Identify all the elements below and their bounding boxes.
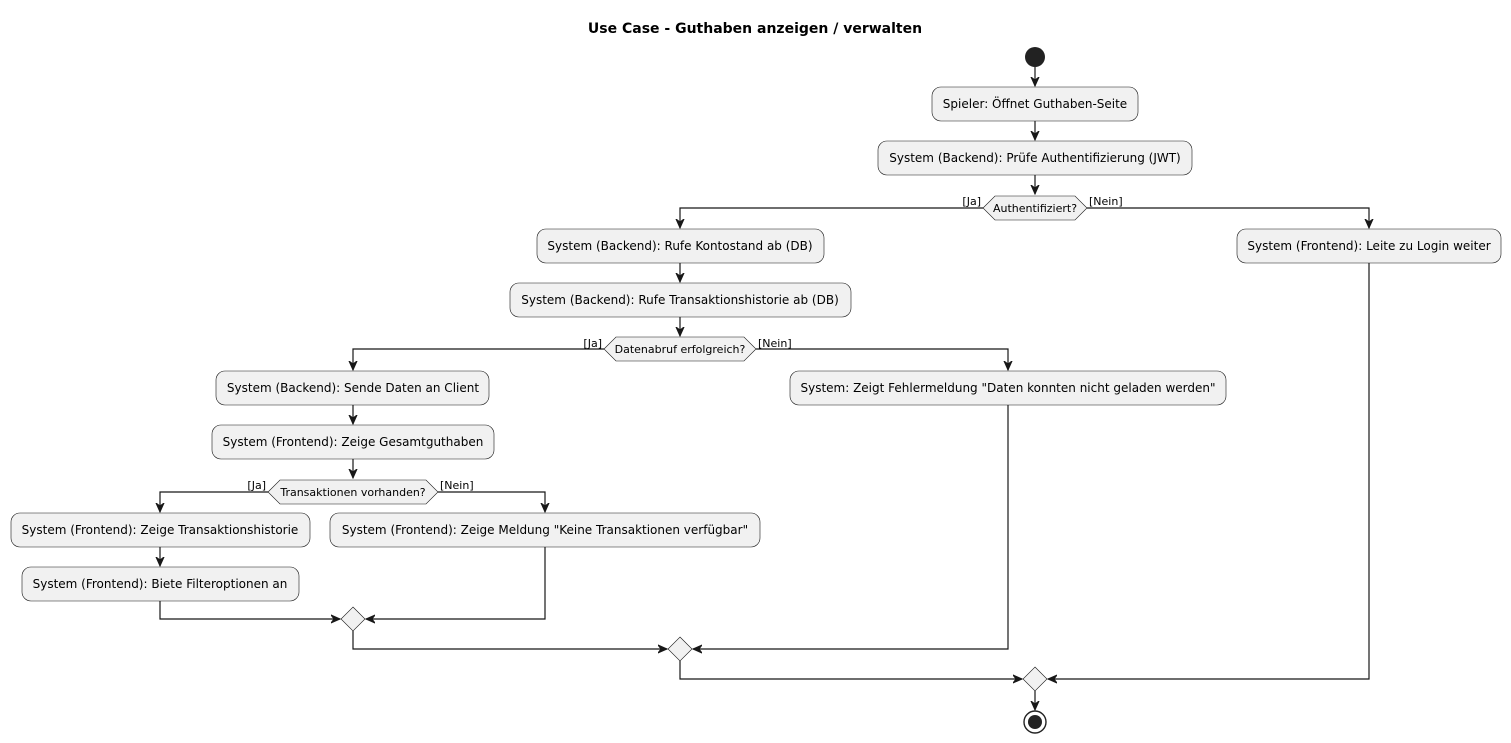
edge-auth-yes <box>680 207 983 228</box>
edge-redirect-merge1 <box>1048 263 1370 679</box>
edge-tx-yes <box>160 491 268 512</box>
edge-merge3-merge2 <box>352 631 667 649</box>
activity-send-data: System (Backend): Sende Daten an Client <box>215 370 490 406</box>
merge-node-data <box>667 636 693 662</box>
start-node <box>1025 47 1045 67</box>
activity-check-auth: System (Backend): Prüfe Authentifizierun… <box>877 140 1193 176</box>
guard-auth-yes: [Ja] <box>962 195 981 208</box>
merge-node-transactions <box>340 606 366 632</box>
activity-redirect-login-label: System (Frontend): Leite zu Login weiter <box>1247 239 1490 253</box>
end-node <box>1023 710 1047 734</box>
decision-has-transactions: Transaktionen vorhanden? <box>267 479 439 505</box>
activity-send-data-label: System (Backend): Sende Daten an Client <box>227 381 479 395</box>
guard-auth-no: [Nein] <box>1089 195 1123 208</box>
decision-authenticated: Authentifiziert? <box>982 195 1088 221</box>
activity-data-error: System: Zeigt Fehlermeldung "Daten konnt… <box>789 370 1227 406</box>
edge-data-no <box>756 348 1008 370</box>
edge-tx-no <box>438 491 545 512</box>
activity-show-total: System (Frontend): Zeige Gesamtguthaben <box>211 424 495 460</box>
guard-data-yes: [Ja] <box>583 337 602 350</box>
activity-data-error-label: System: Zeigt Fehlermeldung "Daten konnt… <box>800 381 1215 395</box>
merge-node-auth <box>1022 666 1048 692</box>
activity-open-page: Spieler: Öffnet Guthaben-Seite <box>931 86 1139 122</box>
edge-data-yes <box>353 348 604 370</box>
activity-offer-filters-label: System (Frontend): Biete Filteroptionen … <box>33 577 288 591</box>
edge-auth-no <box>1087 207 1369 228</box>
decision-data-ok-label: Datenabruf erfolgreich? <box>615 343 746 356</box>
activity-show-history-label: System (Frontend): Zeige Transaktionshis… <box>22 523 299 537</box>
activity-offer-filters: System (Frontend): Biete Filteroptionen … <box>21 566 300 602</box>
activity-get-history: System (Backend): Rufe Transaktionshisto… <box>509 282 852 318</box>
edge-merge2-merge1 <box>679 661 1022 679</box>
edge-notx-merge <box>366 547 546 619</box>
activity-no-transactions: System (Frontend): Zeige Meldung "Keine … <box>329 512 761 548</box>
guard-tx-no: [Nein] <box>440 479 474 492</box>
activity-redirect-login: System (Frontend): Leite zu Login weiter <box>1236 228 1502 264</box>
guard-data-no: [Nein] <box>758 337 792 350</box>
decision-has-transactions-label: Transaktionen vorhanden? <box>279 486 425 499</box>
activity-get-history-label: System (Backend): Rufe Transaktionshisto… <box>521 293 839 307</box>
activity-no-transactions-label: System (Frontend): Zeige Meldung "Keine … <box>342 523 748 537</box>
edges <box>160 67 1369 710</box>
activity-show-history: System (Frontend): Zeige Transaktionshis… <box>10 512 311 548</box>
edge-filters-merge <box>159 601 340 619</box>
guard-tx-yes: [Ja] <box>247 479 266 492</box>
activity-get-balance: System (Backend): Rufe Kontostand ab (DB… <box>536 228 825 264</box>
decision-data-ok: Datenabruf erfolgreich? <box>603 336 757 362</box>
edge-error-merge2 <box>693 405 1009 649</box>
activity-get-balance-label: System (Backend): Rufe Kontostand ab (DB… <box>547 239 812 253</box>
diagram-title: Use Case - Guthaben anzeigen / verwalten <box>588 21 922 37</box>
activity-show-total-label: System (Frontend): Zeige Gesamtguthaben <box>223 435 484 449</box>
activity-open-page-label: Spieler: Öffnet Guthaben-Seite <box>943 95 1127 111</box>
activity-check-auth-label: System (Backend): Prüfe Authentifizierun… <box>889 151 1180 165</box>
decision-authenticated-label: Authentifiziert? <box>993 202 1077 215</box>
